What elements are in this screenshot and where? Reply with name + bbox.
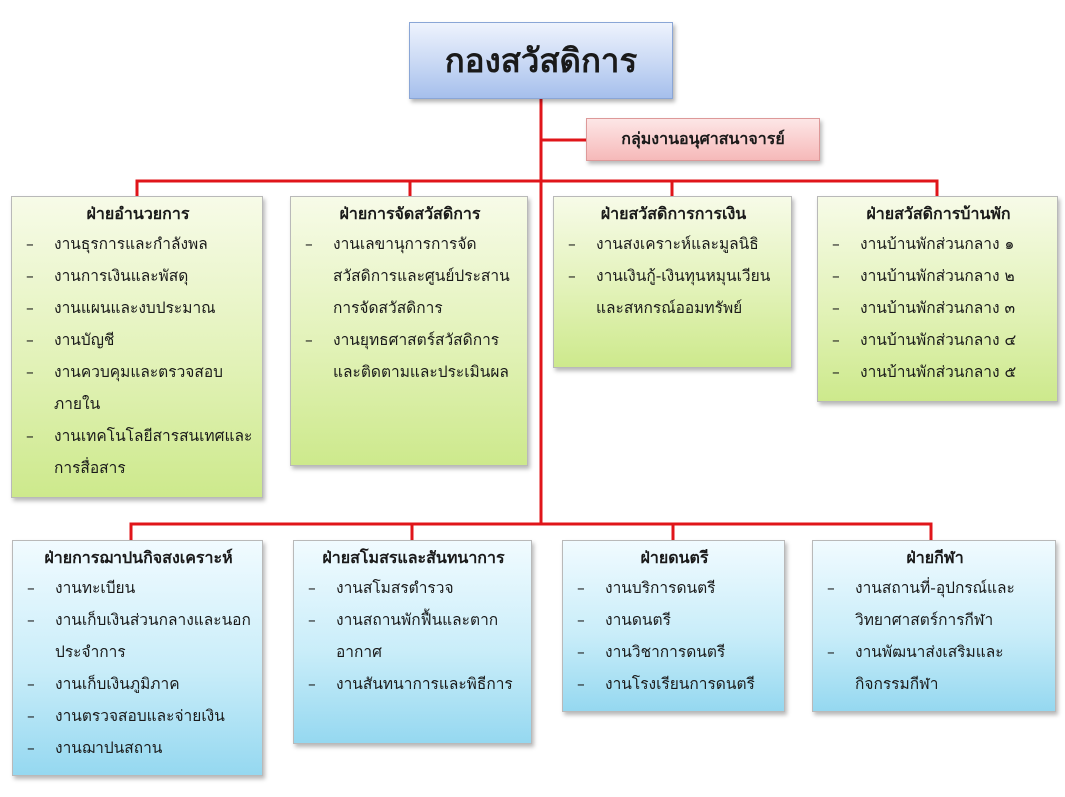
- task-item: งานวิชาการดนตรี: [573, 636, 776, 668]
- task-item: งานเก็บเงินส่วนกลางและนอกประจำการ: [23, 604, 254, 668]
- task-item: งานบ้านพักส่วนกลาง ๒: [828, 260, 1049, 292]
- sub-unit-title: กลุ่มงานอนุศาสนาจารย์: [621, 129, 785, 148]
- division-task-list: งานสถานที่-อุปกรณ์และวิทยาศาสตร์การกีฬา …: [823, 572, 1047, 700]
- task-item: งานสถานพักฟื้นและตากอากาศ: [304, 604, 523, 668]
- division-title: ฝ่ายการจัดสวัสดิการ: [339, 204, 481, 223]
- division-box-administration: ฝ่ายอำนวยการ งานธุรการและกำลังพล งานการเ…: [11, 196, 263, 498]
- task-item: งานฌาปนสถาน: [23, 732, 254, 764]
- task-item: งานโรงเรียนการดนตรี: [573, 668, 776, 700]
- division-title: ฝ่ายกีฬา: [906, 548, 964, 567]
- division-title: ฝ่ายสวัสดิการการเงิน: [600, 204, 747, 223]
- division-box-welfare-management: ฝ่ายการจัดสวัสดิการ งานเลขานุการการจัดสว…: [290, 196, 528, 466]
- task-item: งานสันทนาการและพิธีการ: [304, 668, 523, 700]
- task-item: งานสถานที่-อุปกรณ์และวิทยาศาสตร์การกีฬา: [823, 572, 1047, 636]
- task-item: งานดนตรี: [573, 604, 776, 636]
- task-item: งานบ้านพักส่วนกลาง ๑: [828, 228, 1049, 260]
- task-item: งานบริการดนตรี: [573, 572, 776, 604]
- division-box-club-recreation: ฝ่ายสโมสรและสันทนาการ งานสโมสรตำรวจ งานส…: [293, 540, 532, 744]
- task-item: งานสงเคราะห์และมูลนิธิ: [564, 228, 783, 260]
- division-title: ฝ่ายดนตรี: [640, 548, 709, 567]
- task-item: งานตรวจสอบและจ่ายเงิน: [23, 700, 254, 732]
- task-item: งานบ้านพักส่วนกลาง ๔: [828, 324, 1049, 356]
- division-task-list: งานบริการดนตรี งานดนตรี งานวิชาการดนตรี …: [573, 572, 776, 700]
- division-task-list: งานเลขานุการการจัดสวัสดิการและศูนย์ประสา…: [301, 228, 519, 388]
- task-item: งานบ้านพักส่วนกลาง ๕: [828, 356, 1049, 388]
- task-item: งานบัญชี: [22, 324, 254, 356]
- task-item: งานยุทธศาสตร์สวัสดิการและติดตามและประเมิ…: [301, 324, 519, 388]
- division-title: ฝ่ายอำนวยการ: [86, 204, 190, 223]
- division-task-list: งานสงเคราะห์และมูลนิธิ งานเงินกู้-เงินทุ…: [564, 228, 783, 324]
- task-item: งานเลขานุการการจัดสวัสดิการและศูนย์ประสา…: [301, 228, 519, 324]
- task-item: งานเงินกู้-เงินทุนหมุนเวียนและสหกรณ์ออมท…: [564, 260, 783, 324]
- division-title: ฝ่ายสวัสดิการบ้านพัก: [866, 204, 1011, 223]
- division-box-financial-welfare: ฝ่ายสวัสดิการการเงิน งานสงเคราะห์และมูลน…: [553, 196, 792, 368]
- division-box-housing-welfare: ฝ่ายสวัสดิการบ้านพัก งานบ้านพักส่วนกลาง …: [817, 196, 1058, 402]
- task-item: งานเก็บเงินภูมิภาค: [23, 668, 254, 700]
- task-item: งานบ้านพักส่วนกลาง ๓: [828, 292, 1049, 324]
- division-task-list: งานธุรการและกำลังพล งานการเงินและพัสดุ ง…: [22, 228, 254, 484]
- task-item: งานเทคโนโลยีสารสนเทศและการสื่อสาร: [22, 420, 254, 484]
- task-item: งานทะเบียน: [23, 572, 254, 604]
- division-title: ฝ่ายสโมสรและสันทนาการ: [322, 548, 505, 567]
- main-department-box: กองสวัสดิการ: [409, 22, 673, 99]
- division-task-list: งานบ้านพักส่วนกลาง ๑ งานบ้านพักส่วนกลาง …: [828, 228, 1049, 388]
- main-department-title: กองสวัสดิการ: [444, 41, 638, 80]
- task-item: งานการเงินและพัสดุ: [22, 260, 254, 292]
- task-item: งานพัฒนาส่งเสริมและกิจกรรมกีฬา: [823, 636, 1047, 700]
- task-item: งานควบคุมและตรวจสอบภายใน: [22, 356, 254, 420]
- task-item: งานธุรการและกำลังพล: [22, 228, 254, 260]
- division-task-list: งานสโมสรตำรวจ งานสถานพักฟื้นและตากอากาศ …: [304, 572, 523, 700]
- sub-unit-box: กลุ่มงานอนุศาสนาจารย์: [586, 118, 820, 161]
- task-item: งานแผนและงบประมาณ: [22, 292, 254, 324]
- division-title: ฝ่ายการฌาปนกิจสงเคราะห์: [44, 548, 233, 567]
- division-task-list: งานทะเบียน งานเก็บเงินส่วนกลางและนอกประจ…: [23, 572, 254, 764]
- division-box-music: ฝ่ายดนตรี งานบริการดนตรี งานดนตรี งานวิช…: [562, 540, 785, 712]
- division-box-funeral-welfare: ฝ่ายการฌาปนกิจสงเคราะห์ งานทะเบียน งานเก…: [12, 540, 263, 776]
- task-item: งานสโมสรตำรวจ: [304, 572, 523, 604]
- division-box-sports: ฝ่ายกีฬา งานสถานที่-อุปกรณ์และวิทยาศาสตร…: [812, 540, 1056, 712]
